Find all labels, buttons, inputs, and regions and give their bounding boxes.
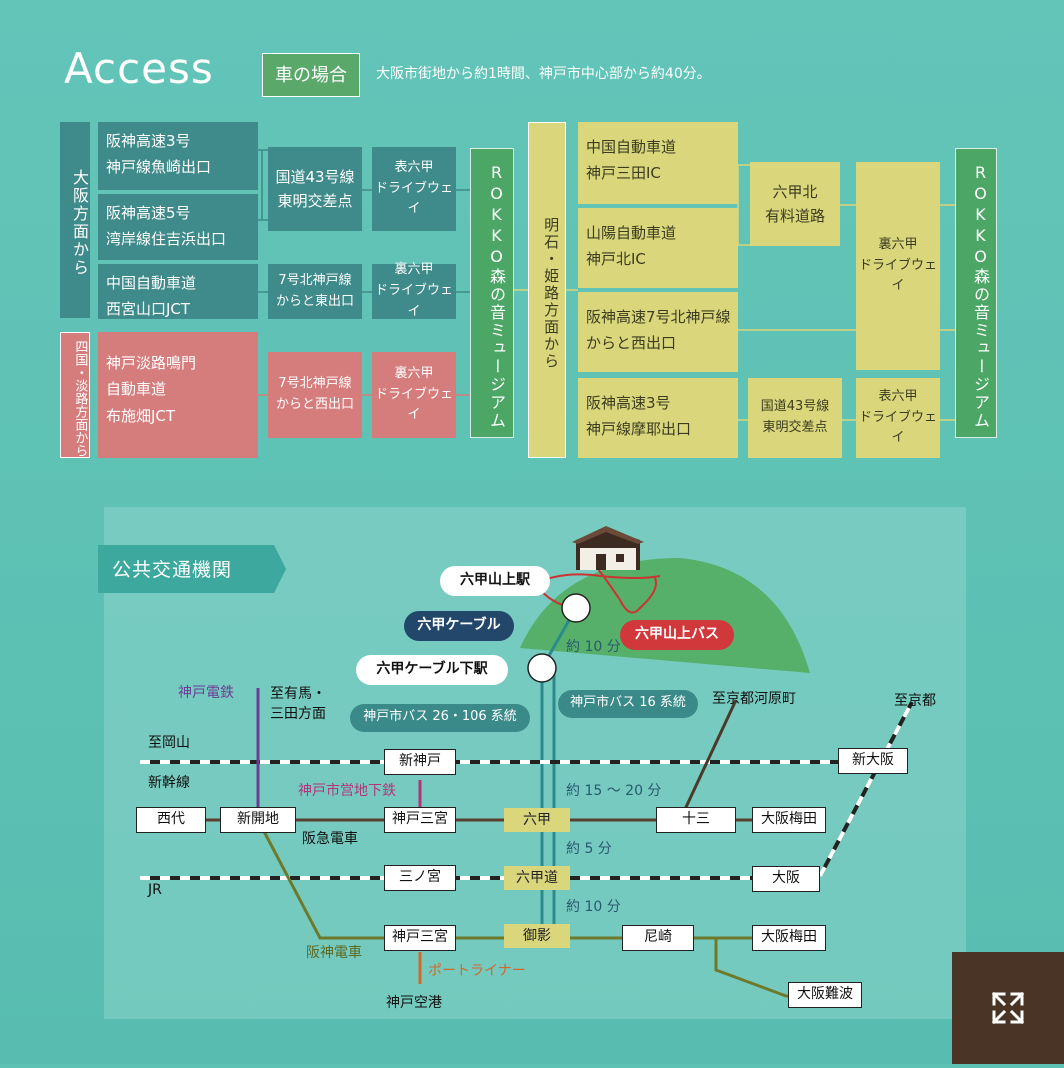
label-citybus-26: 神戸市バス 26・106 系統 [350, 704, 530, 732]
label-hanshin: 阪神電車 [306, 945, 362, 961]
station-hankyu-sannomiya: 神戸三宮 [384, 807, 456, 833]
label-portliner: ポートライナー [428, 963, 526, 979]
route-box: 神戸淡路鳴門自動車道布施畑JCT [98, 332, 258, 458]
museum-destination-left: ROKKO森の音ミュージアム [470, 148, 514, 438]
route-box: 六甲北有料道路 [750, 162, 840, 246]
route-box: 中国自動車道神戸三田IC [578, 122, 738, 204]
label-kobe-dentetsu: 神戸電鉄 [178, 685, 234, 701]
car-label: 車の場合 [262, 53, 360, 97]
label-citybus-16: 神戸市バス 16 系統 [558, 690, 698, 718]
label-shinkansen: 新幹線 [148, 775, 190, 791]
page-title: Access [64, 44, 214, 93]
route-box: 7号北神戸線からと東出口 [268, 264, 362, 319]
museum-building-icon [572, 526, 644, 570]
station-osaka-jr: 大阪 [752, 866, 820, 892]
station-mikage: 御影 [504, 924, 570, 948]
label-kobe-airport: 神戸空港 [386, 995, 442, 1011]
expand-icon [991, 991, 1025, 1025]
label-subway: 神戸市営地下鉄 [298, 783, 396, 799]
time-10min-jr: 約 10 分 [566, 899, 621, 915]
station-amagasaki: 尼崎 [622, 925, 694, 951]
station-osaka-umeda-hankyu: 大阪梅田 [752, 807, 826, 833]
route-box: 中国自動車道西宮山口JCT [98, 264, 258, 319]
label-arima: 至有馬・三田方面 [270, 686, 326, 722]
station-sannomiya: 三ノ宮 [384, 865, 456, 891]
route-box: 国道43号線東明交差点 [268, 147, 362, 231]
route-box: 阪神高速3号神戸線魚崎出口 [98, 122, 258, 190]
station-shinkobe: 新神戸 [384, 749, 456, 775]
time-15-20min: 約 15 ～ 20 分 [566, 783, 662, 799]
station-osaka-namba: 大阪難波 [788, 982, 862, 1008]
label-to-kyoto: 至京都 [894, 693, 936, 709]
route-box: 表六甲ドライブウェイ [856, 378, 940, 458]
route-box: 阪神高速5号湾岸線住吉浜出口 [98, 194, 258, 260]
station-cable-shita: 六甲ケーブル下駅 [356, 655, 508, 685]
station-juso: 十三 [656, 807, 736, 833]
osaka-side-label: 大阪方面から [60, 122, 90, 318]
station-nishidai: 西代 [136, 807, 206, 833]
route-box: 阪神高速7号北神戸線からと西出口 [578, 292, 738, 372]
museum-destination-right: ROKKO森の音ミュージアム [955, 148, 997, 438]
route-box: 国道43号線東明交差点 [748, 378, 842, 458]
route-box: 表六甲ドライブウェイ [372, 147, 456, 231]
route-box: 裏六甲ドライブウェイ [372, 352, 456, 438]
expand-button[interactable] [952, 952, 1064, 1064]
station-hanshin-sannomiya: 神戸三宮 [384, 925, 456, 951]
station-osaka-umeda-hanshin: 大阪梅田 [752, 925, 826, 951]
label-jr: JR [148, 882, 162, 898]
time-10min-cable: 約 10 分 [566, 639, 621, 655]
route-box: 山陽自動車道神戸北IC [578, 208, 738, 288]
label-kawaramachi: 至京都河原町 [712, 691, 796, 707]
route-box: 裏六甲ドライブウェイ [372, 262, 456, 319]
route-connectors [258, 149, 955, 421]
label-rokko-cable: 六甲ケーブル [404, 611, 514, 641]
route-box: 阪神高速3号神戸線摩耶出口 [578, 378, 738, 458]
station-rokko: 六甲 [504, 808, 570, 832]
time-5min: 約 5 分 [566, 841, 612, 857]
public-transport-label: 公共交通機関 [112, 559, 233, 581]
station-rokko-sanjo: 六甲山上駅 [440, 566, 550, 596]
label-sanjo-bus: 六甲山上バス [620, 620, 734, 650]
route-box: 7号北神戸線からと西出口 [268, 352, 362, 438]
akashi-side-label: 明石・姫路方面から [528, 122, 566, 458]
shikoku-side-label: 四国・淡路方面から [60, 332, 90, 458]
public-transport-banner [98, 545, 286, 593]
station-rokkomichi: 六甲道 [504, 866, 570, 890]
route-box: 裏六甲ドライブウェイ [856, 162, 940, 370]
label-hankyu: 阪急電車 [302, 831, 358, 847]
station-shinkaichi: 新開地 [220, 807, 296, 833]
station-shinosaka: 新大阪 [838, 748, 908, 774]
car-description: 大阪市街地から約1時間、神戸市中心部から約40分。 [376, 66, 711, 82]
mountain-shape [520, 558, 810, 673]
label-okayama: 至岡山 [148, 735, 190, 751]
